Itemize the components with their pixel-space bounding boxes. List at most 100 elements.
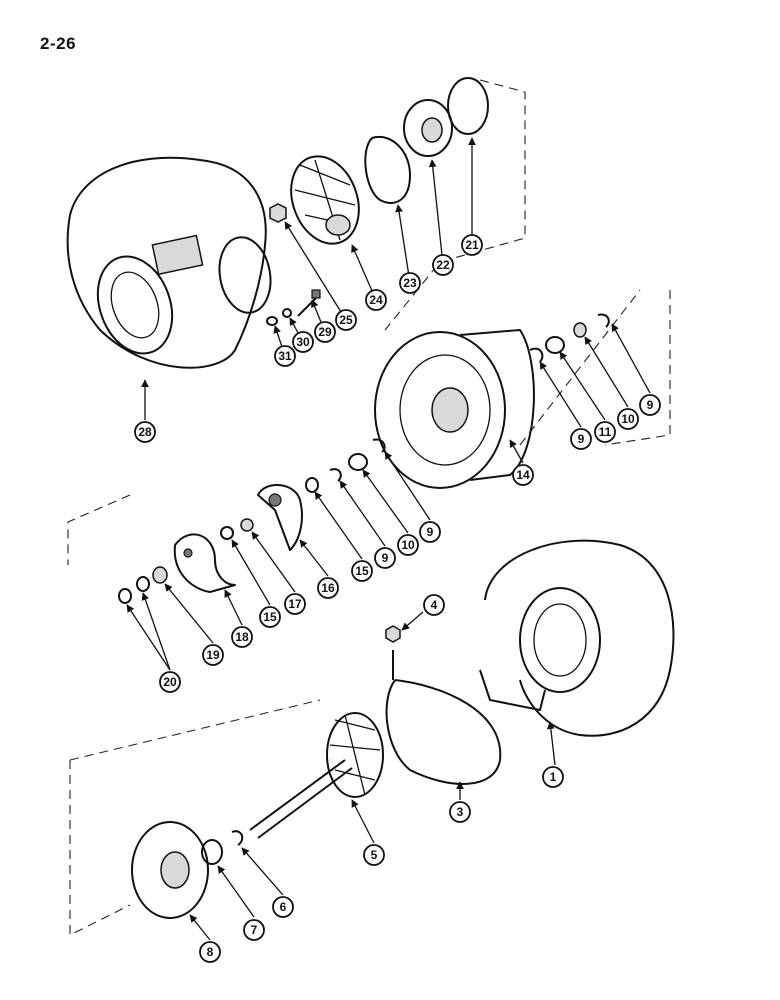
callout-label: 29 [318,325,332,339]
page-number: 2-26 [40,34,77,53]
callout-circle [363,844,385,866]
bearing-11 [545,336,565,354]
callout-label: 3 [457,805,464,819]
callout-28: 28 [134,421,156,443]
callout-label: 19 [206,648,220,662]
piston-ring-20b [118,588,132,604]
leader-23 [395,204,411,284]
callout-5: 5 [363,844,385,866]
snap-ring-7 [201,839,223,865]
callout-circle [570,428,592,450]
callout-29: 29 [314,321,336,343]
leader-14 [509,439,524,464]
washer-30 [282,308,292,318]
callout-1: 1 [542,766,564,788]
group-outline-middle [67,289,671,565]
leader-16 [299,539,329,577]
callout-31: 31 [274,345,296,367]
callout-label: 20 [163,675,177,689]
leader-1 [546,721,556,766]
leader-25 [284,221,347,321]
callout-30: 30 [292,331,314,353]
callout-circle [365,289,387,311]
callout-label: 10 [621,412,635,426]
callout-9: 9 [570,428,592,450]
callout-label: 25 [339,313,353,327]
callout-circle [419,521,441,543]
leader-9d [339,480,386,547]
callout-3: 3 [449,801,471,823]
callout-circle [639,394,661,416]
leader-10a [584,336,629,408]
callout-7: 7 [243,919,265,941]
washer-15b [220,526,234,540]
callout-circle [397,534,419,556]
callout-circle [432,254,454,276]
callout-label: 6 [280,900,287,914]
thrust-collar-17 [240,518,254,532]
seal-ring-19 [152,566,168,584]
callout-circle [351,560,373,582]
callout-label: 11 [599,425,612,439]
callout-circle [335,309,357,331]
thrust-washer-10a [573,322,587,338]
leader-8 [189,914,211,941]
oil-deflector-18 [173,533,236,593]
callout-circle [542,766,564,788]
callout-label: 17 [288,597,302,611]
callout-label: 9 [647,398,654,412]
callout-circle [231,626,253,648]
leader-19 [164,583,214,644]
callout-label: 21 [465,238,479,252]
callout-9: 9 [374,547,396,569]
callout-circle [594,421,616,443]
piston-ring-20a [136,576,150,592]
callout-label: 22 [436,258,450,272]
callout-label: 7 [251,923,258,937]
compressor-wheel [290,155,360,245]
callout-circle [423,594,445,616]
callout-label: 18 [235,630,249,644]
nut-25 [269,203,287,223]
callout-24: 24 [365,289,387,311]
callout-16: 16 [317,577,339,599]
v-band-clamp [385,650,502,785]
callout-circle [399,272,421,294]
callout-circle [202,644,224,666]
leader-15b [231,539,271,606]
callout-circle [317,577,339,599]
piston-ring-6 [231,830,244,846]
leader-5 [351,799,375,844]
nut-4 [385,625,401,643]
leader-7 [217,865,255,918]
callout-9: 9 [419,521,441,543]
callout-6: 6 [272,896,294,918]
leader-20b [126,604,171,671]
callout-label: 16 [321,581,335,595]
leader-6 [241,847,284,896]
leader-9a [611,323,651,394]
callout-circle [374,547,396,569]
callout-14: 14 [512,464,534,486]
callout-10: 10 [397,534,419,556]
callout-circle [284,593,306,615]
callout-label: 14 [516,468,530,482]
callout-label: 9 [578,432,585,446]
callout-circle [617,408,639,430]
washer-31 [266,316,278,326]
bearing-10b [348,453,368,471]
seal-plate-22 [403,99,453,157]
callout-label: 23 [403,276,417,290]
turbine-housing [479,539,675,737]
leader-17 [251,531,296,593]
callout-22: 22 [432,254,454,276]
callout-4: 4 [423,594,445,616]
heat-shield-8 [131,821,209,919]
washer-15a [305,477,319,493]
callout-label: 28 [138,425,152,439]
callout-label: 24 [369,293,383,307]
callout-circle [243,919,265,941]
callout-15: 15 [351,560,373,582]
callout-label: 10 [401,538,415,552]
callout-label: 8 [207,945,214,959]
